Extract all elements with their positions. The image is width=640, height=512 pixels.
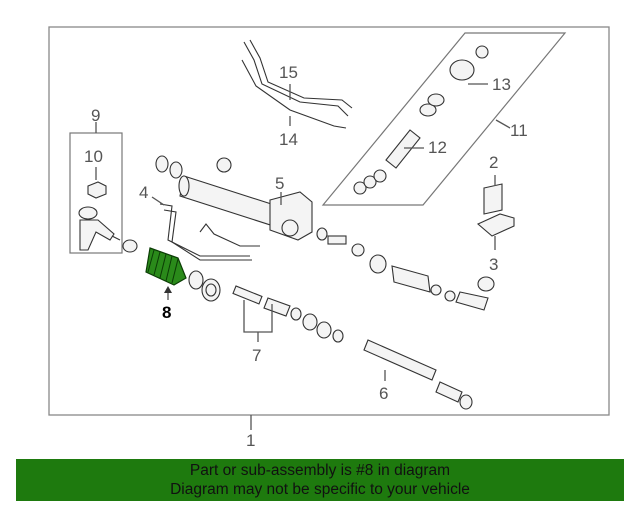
- part-7-inner-tie-rod[interactable]: [232, 285, 344, 343]
- callout-9: 9: [91, 106, 100, 125]
- callout-15: 15: [279, 63, 298, 82]
- banner-line-1: Part or sub-assembly is #8 in diagram: [189, 462, 451, 479]
- part-6-rack-bar[interactable]: [363, 339, 473, 410]
- callout-1: 1: [246, 431, 255, 450]
- callout-10: 10: [84, 147, 103, 166]
- callout-7: 7: [252, 346, 261, 365]
- callout-14: 14: [279, 130, 298, 149]
- parts-diagram: 1 2 3 4 5 6 7 8 9 10 11 12 13 14 15: [48, 26, 610, 450]
- rings-left: [122, 239, 221, 302]
- part-14-15-hoses[interactable]: [241, 39, 353, 129]
- info-banner: Part or sub-assembly is #8 in diagram Di…: [16, 459, 624, 501]
- part-10-nut[interactable]: [87, 167, 107, 199]
- callout-8: 8: [162, 303, 171, 322]
- callout-12: 12: [428, 138, 447, 157]
- banner-line-2: Diagram may not be specific to your vehi…: [170, 481, 470, 498]
- part-5-rack-housing[interactable]: [155, 155, 313, 241]
- callout-11: 11: [510, 121, 528, 140]
- callout-5: 5: [275, 174, 284, 193]
- part-3-bracket[interactable]: [476, 213, 515, 250]
- diagram-frame: [48, 26, 610, 416]
- part-2-mount-cushion[interactable]: [483, 175, 503, 215]
- callout-3: 3: [489, 255, 498, 274]
- callout-2: 2: [489, 153, 498, 172]
- group-11-box: [321, 32, 567, 206]
- part-13-valve-body[interactable]: [419, 45, 489, 117]
- inner-rack-parts: [316, 227, 495, 311]
- callout-4: 4: [139, 183, 148, 202]
- callout-6: 6: [379, 384, 388, 403]
- part-4-pipe[interactable]: [151, 196, 260, 261]
- part-12-valve[interactable]: [353, 129, 424, 195]
- part-8-boot[interactable]: [145, 247, 187, 300]
- part-9-tie-rod-end[interactable]: [78, 206, 121, 251]
- callout-13: 13: [492, 75, 511, 94]
